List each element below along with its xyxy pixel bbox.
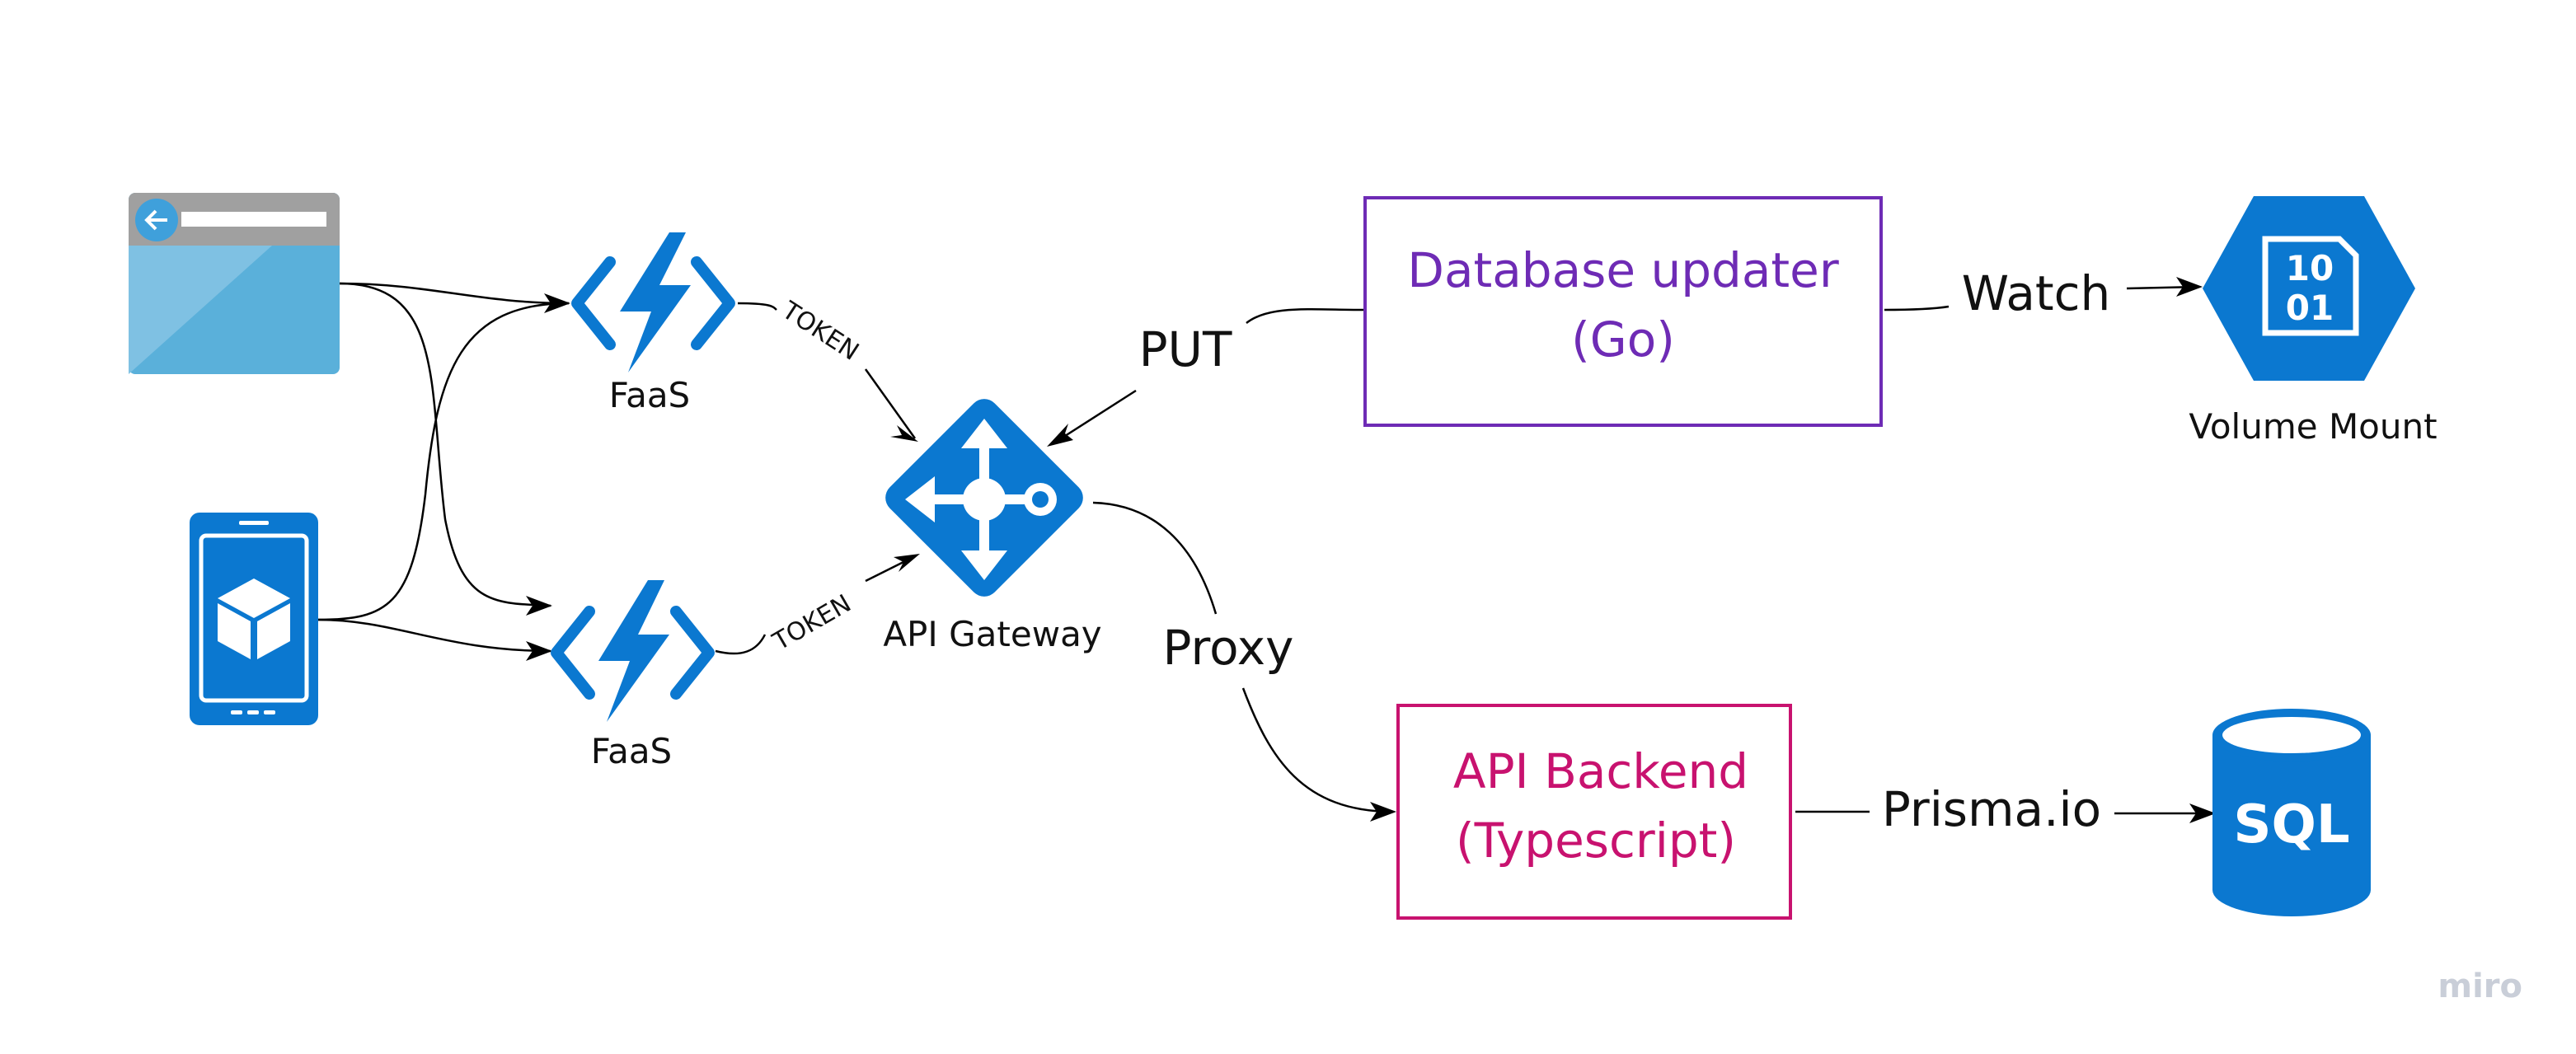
api-backend-box: API Backend (Typescript) bbox=[1396, 704, 1792, 920]
volume-icon-digits-top: 10 bbox=[2286, 248, 2334, 288]
arrowhead-gateway-bottom bbox=[894, 554, 920, 572]
volume-mount-icon: 10 01 bbox=[2203, 196, 2415, 381]
proxy-label: Proxy bbox=[1163, 620, 1294, 676]
arrowhead-faas-bottom-b bbox=[526, 641, 552, 661]
api-backend-title: API Backend bbox=[1453, 743, 1748, 799]
faas-top-icon bbox=[571, 232, 735, 372]
arrowhead-api-backend bbox=[1370, 802, 1396, 822]
arrowhead-faas-bottom-a bbox=[526, 596, 552, 616]
database-updater-box: Database updater (Go) bbox=[1363, 196, 1883, 427]
edge-db-updater-to-put bbox=[1246, 308, 1364, 324]
browser-window-icon bbox=[129, 193, 340, 374]
api-gateway-label: API Gateway bbox=[883, 614, 1101, 654]
api-gateway-icon bbox=[885, 399, 1083, 597]
edge-mobile-to-faas-top bbox=[317, 302, 570, 621]
edge-mobile-to-faas-bottom bbox=[317, 618, 551, 653]
faas-bottom-icon bbox=[551, 580, 715, 722]
edge-browser-to-faas-bottom bbox=[339, 282, 551, 607]
arrowheads bbox=[526, 277, 2216, 823]
database-updater-title: Database updater bbox=[1407, 242, 1839, 298]
arrowhead-sql bbox=[2189, 803, 2216, 823]
arrowhead-gateway-top bbox=[890, 425, 918, 442]
mobile-app-icon bbox=[190, 513, 318, 725]
faas-bottom-label: FaaS bbox=[591, 731, 672, 771]
api-backend-subtitle: (Typescript) bbox=[1456, 813, 1736, 869]
miro-watermark: miro bbox=[2438, 967, 2522, 1005]
edge-db-updater-to-watch bbox=[1884, 305, 1950, 312]
watch-label: Watch bbox=[1962, 265, 2111, 321]
token-top-label: TOKEN bbox=[777, 296, 864, 367]
arrowhead-faas-top bbox=[544, 293, 570, 313]
sql-icon-text: SQL bbox=[2233, 794, 2349, 855]
sql-database-icon: SQL bbox=[2212, 709, 2371, 916]
edge-proxy-to-api-backend bbox=[1241, 687, 1394, 813]
arrowhead-volume bbox=[2176, 277, 2203, 297]
arrowhead-gateway-put bbox=[1047, 424, 1073, 447]
edge-browser-to-faas-top bbox=[339, 282, 570, 305]
edge-put-to-gateway bbox=[1053, 389, 1137, 445]
put-label: PUT bbox=[1139, 321, 1232, 377]
prisma-label: Prisma.io bbox=[1882, 781, 2101, 837]
volume-icon-digits-bottom: 01 bbox=[2286, 288, 2334, 328]
database-updater-subtitle: (Go) bbox=[1571, 312, 1675, 368]
edge-token-top-to-gateway bbox=[864, 368, 917, 439]
edge-gateway-to-proxy bbox=[1092, 501, 1218, 615]
faas-top-label: FaaS bbox=[609, 375, 690, 415]
volume-mount-label: Volume Mount bbox=[2189, 406, 2437, 447]
edge-faas-bottom-to-gateway bbox=[715, 634, 767, 655]
token-bottom-label: TOKEN bbox=[767, 589, 856, 657]
edge-faas-top-to-gateway bbox=[737, 302, 777, 311]
